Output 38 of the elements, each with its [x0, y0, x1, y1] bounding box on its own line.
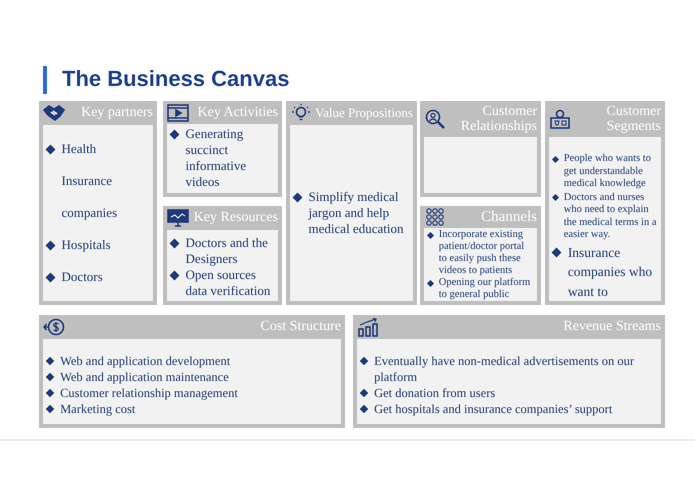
bullet-text: People who wants to get understandable medical knowledge — [564, 153, 652, 190]
bullet-text: Marketing cost — [60, 401, 136, 417]
canvas-block — [420, 101, 541, 197]
bullet-text: Web and application maintenance — [60, 369, 229, 385]
bullet-text: Get hospitals and insurance companies’ support — [374, 401, 612, 417]
block-heading: Key Resources — [192, 210, 278, 226]
canvas-block — [39, 315, 345, 428]
bullet-text: Incorporate existing patient/doctor portal to easily push these videos to patients — [438, 229, 526, 277]
canvas-block — [545, 101, 665, 305]
block-heading: Revenue Streams — [562, 319, 661, 335]
bullet-text: Get donation from users — [374, 385, 496, 401]
bullet-text: Doctors — [62, 268, 103, 286]
bullet-text: Simplify medical jargon and help medical education — [308, 189, 404, 237]
block-heading: Value Propositions — [315, 106, 413, 120]
canvas-block — [420, 206, 541, 305]
bullet-text: Generating succinct informative videos — [186, 126, 248, 190]
block-heading: Channels — [480, 208, 537, 226]
block-heading: Key Activities — [196, 104, 278, 120]
page-title: The Business Canvas — [62, 66, 290, 92]
canvas-block — [39, 101, 157, 305]
bullet-text: Web and application development — [60, 353, 230, 369]
block-heading: Key partners — [80, 105, 153, 121]
bullet-text: Doctors and the Designers — [186, 235, 269, 267]
bullet-text: Hospitals — [62, 236, 111, 254]
bullet-text: Eventually have non-medical advertisements on our platform — [374, 353, 636, 385]
block-heading: Customer Segments — [606, 104, 661, 134]
canvas-block — [353, 315, 665, 428]
bullet-text: Customer relationship management — [60, 385, 238, 401]
bullet-text: Doctors and nurses who need to explain the medical terms in a easier way. — [564, 192, 657, 242]
bullet-text: Health Insurance companies — [62, 140, 118, 222]
block-heading: Cost Structure — [260, 319, 341, 335]
bullet-text: Open sources data verification — [186, 267, 272, 299]
canvas-block — [163, 206, 282, 305]
bullet-text: Opening our platform to general public — [438, 277, 532, 301]
canvas-block — [286, 101, 417, 305]
canvas-block — [163, 101, 282, 197]
block-heading: Customer Relationships — [460, 104, 537, 134]
bullet-text: Insurance companies who want to — [568, 244, 654, 301]
